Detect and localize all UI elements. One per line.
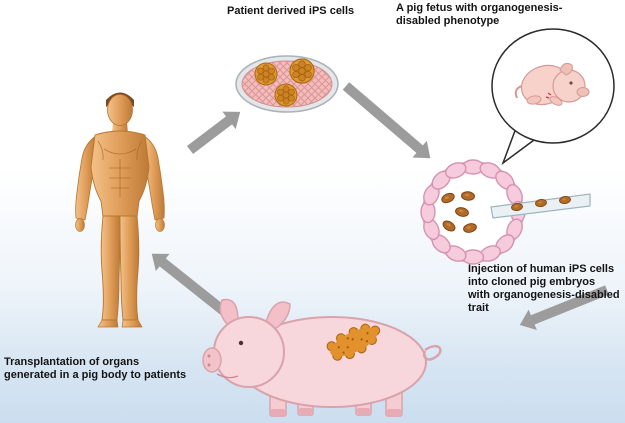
human-leg-right [119, 215, 140, 321]
human-leg-left [100, 215, 121, 321]
pig-mouth [216, 373, 239, 379]
label-transplant-line2: generated in a pig body to patients [4, 369, 187, 381]
cycle-arrows [151, 82, 609, 331]
ips-colony [254, 62, 278, 86]
label-pig-fetus-line1: A pig fetus with organogenesis- [396, 2, 563, 14]
injection-pipette [490, 193, 591, 219]
label-patient-ips: Patient derived iPS cells [227, 5, 355, 17]
ips-colony [274, 83, 298, 107]
label-injection-line3: with organogenesis-disabled [468, 289, 620, 301]
pig-figure [202, 298, 442, 417]
arrow-dish-to-embryo [342, 82, 431, 159]
arrow-patient-to-dish [186, 111, 241, 154]
label-pig-fetus: A pig fetus with organogenesis- disabled… [396, 2, 562, 28]
pig-eye [238, 340, 244, 346]
pig-tail [422, 344, 442, 361]
pig-organ [326, 323, 381, 361]
ips-colony [289, 58, 315, 84]
human-head [107, 94, 133, 126]
arrow-pig-to-patient [151, 253, 234, 320]
label-pig-fetus-line2: disabled phenotype [396, 15, 500, 27]
pig-fetus-callout [491, 28, 615, 166]
human-figure [75, 92, 165, 328]
pig-snout [202, 347, 222, 373]
label-transplant-line1: Transplantation of organs [4, 356, 140, 368]
label-transplant: Transplantation of organs generated in a… [4, 356, 186, 382]
arrow-injection-to-pig [519, 285, 609, 331]
pig-fetus [514, 62, 590, 106]
label-injection: Injection of human iPS cells into cloned… [468, 263, 620, 315]
label-injection-line2: into cloned pig embryos [468, 276, 596, 288]
human-arm-right [143, 135, 165, 221]
human-arm-left [75, 135, 97, 221]
label-injection-line4: trait [468, 302, 489, 314]
embryo-injection [420, 159, 591, 265]
label-injection-line1: Injection of human iPS cells [468, 263, 615, 275]
petri-dish [235, 55, 339, 113]
pig-ear-right [265, 301, 291, 333]
